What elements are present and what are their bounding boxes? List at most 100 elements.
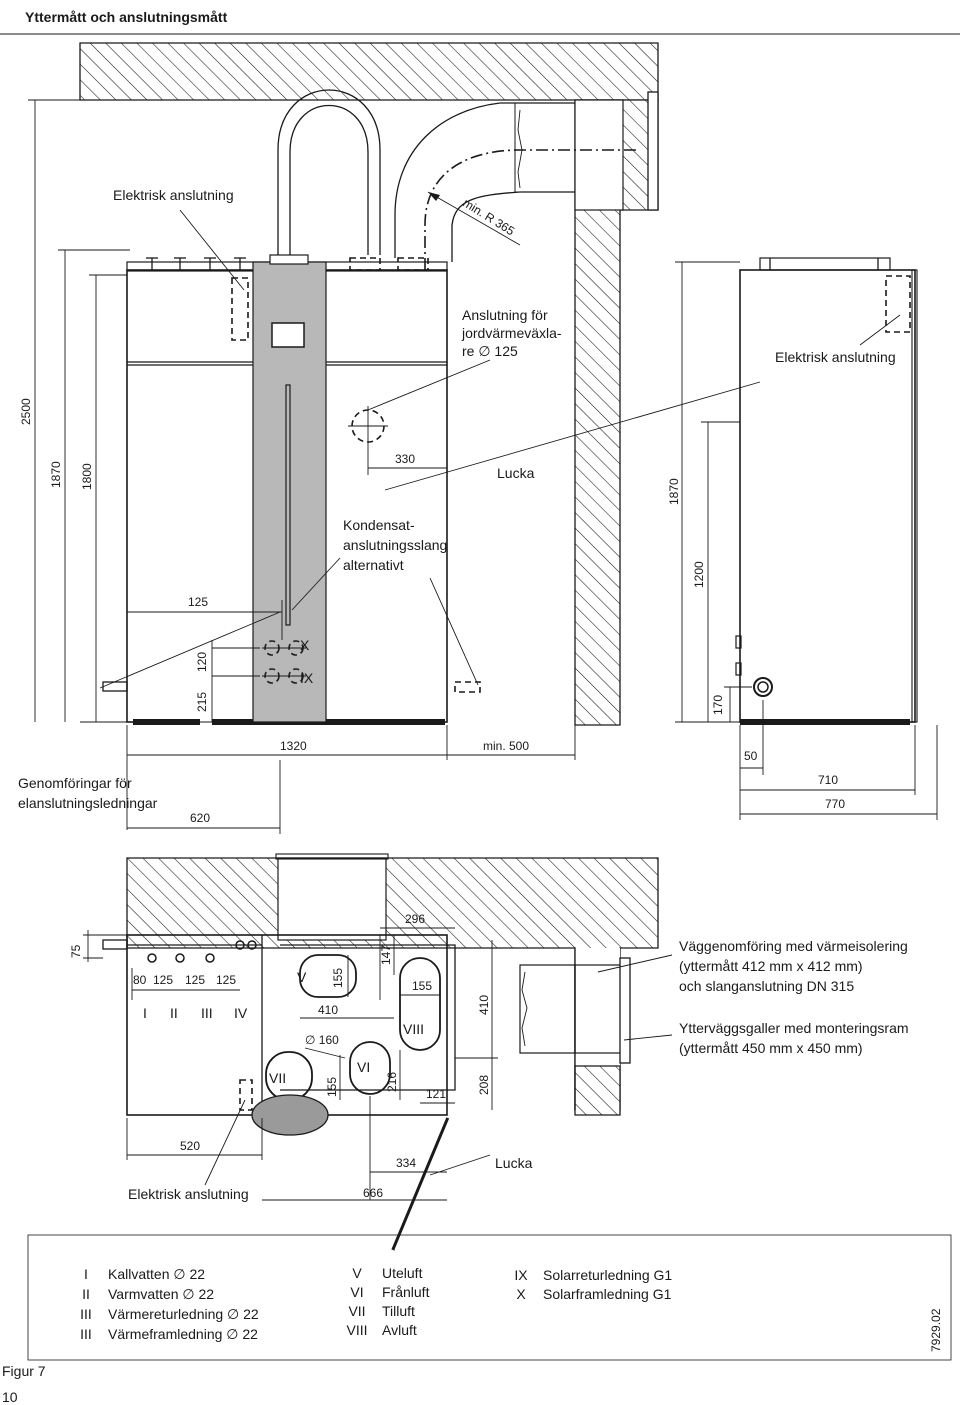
top-hatch-label: Lucka: [495, 1155, 533, 1171]
label-iv: IV: [234, 1005, 248, 1021]
page-number: 10: [2, 1389, 18, 1405]
legend-text: Avluft: [382, 1322, 417, 1338]
cable-inlet: [102, 681, 128, 692]
dim-125a: 125: [153, 973, 173, 987]
front-electrical-label: Elektrisk anslutning: [113, 187, 234, 203]
top-connectors: [146, 257, 246, 270]
front-hatch-label: Lucka: [497, 465, 535, 481]
dim-1870-side: 1870: [667, 478, 681, 505]
cable-entry-label-2: elanslutningsledningar: [18, 795, 158, 811]
dim-330: 330: [395, 452, 415, 466]
dim-1200: 1200: [692, 561, 706, 588]
wall-opening: [574, 99, 624, 211]
dim-50: 50: [744, 749, 758, 763]
dim-216: 216: [385, 1072, 399, 1092]
dim-296: 296: [405, 912, 425, 926]
dim-155b: 155: [412, 979, 432, 993]
duct-viii: [399, 957, 441, 1051]
label-viii: VIII: [403, 1021, 424, 1037]
legend-col3: IX Solarreturledning G1 X Solarframledni…: [514, 1267, 672, 1302]
dim-666: 666: [363, 1186, 383, 1200]
legend-text: Uteluft: [382, 1265, 423, 1281]
side-electrical-label: Elektrisk anslutning: [775, 349, 896, 365]
duct-vi: [349, 1041, 391, 1095]
condensate-outlet: [454, 681, 481, 693]
dim-410a: 410: [318, 1003, 338, 1017]
condensate-label-1: Kondensat-: [343, 517, 415, 533]
legend-text: Frånluft: [382, 1284, 430, 1300]
figure-label: Figur 7: [2, 1363, 46, 1379]
cable-entry-label-1: Genomföringar för: [18, 775, 132, 791]
legend-num: III: [80, 1306, 92, 1322]
dim-75: 75: [69, 944, 83, 958]
front-view: min. R 365 Elektrisk anslutning: [18, 42, 761, 834]
side-view: Elektrisk anslutning 1870 1200 170 50 71…: [667, 257, 938, 820]
dim-215: 215: [195, 692, 209, 712]
hatch-door: [391, 1117, 450, 1251]
dim-520: 520: [180, 1139, 200, 1153]
duct-collar-v: [280, 944, 456, 1091]
dim-80: 80: [133, 973, 147, 987]
dim-1800: 1800: [80, 463, 94, 490]
dim-770: 770: [825, 797, 845, 811]
dim-125c: 125: [216, 973, 236, 987]
bottom-drum: [251, 1094, 329, 1136]
dim-121: 121: [426, 1087, 446, 1101]
dim-147: 147: [379, 945, 393, 965]
dim-min500: min. 500: [483, 739, 529, 753]
dim-2500: 2500: [19, 398, 33, 425]
top-electrical-label: Elektrisk anslutning: [128, 1186, 249, 1202]
dim-1870-front: 1870: [49, 461, 63, 488]
base-side: [740, 719, 910, 725]
legend-num: X: [516, 1286, 526, 1302]
label-ix: IX: [300, 670, 314, 686]
legend-num: VI: [350, 1284, 363, 1300]
min-radius-label: min. R 365: [460, 196, 517, 239]
ceiling-hatch: [79, 42, 659, 101]
electrical-box-top: [239, 1079, 253, 1111]
duct-arch-left: [277, 89, 381, 255]
dim-208: 208: [477, 1075, 491, 1095]
dim-1320: 1320: [280, 739, 307, 753]
pipe-connectors: [102, 939, 262, 963]
legend: I Kallvatten ∅ 22 II Varmvatten ∅ 22 III…: [27, 1234, 952, 1361]
dim-155c: 155: [325, 1077, 339, 1097]
legend-text: Solarreturledning G1: [543, 1267, 672, 1283]
label-v: V: [297, 969, 307, 985]
dim-334: 334: [396, 1156, 416, 1170]
wall-penetration-label-3: och slanganslutning DN 315: [679, 978, 854, 994]
unit-body-top: [126, 934, 448, 1116]
wall-penetration-label-1: Väggenomföring med värmeisolering: [679, 938, 908, 954]
legend-num: VII: [348, 1303, 365, 1319]
legend-text: Värmereturledning ∅ 22: [108, 1306, 259, 1322]
legend-col1: I Kallvatten ∅ 22 II Varmvatten ∅ 22 III…: [80, 1266, 259, 1342]
legend-num: III: [80, 1326, 92, 1342]
ground-heat-label-3: re ∅ 125: [462, 343, 518, 359]
outer-grille-label-1: Ytterväggsgaller med monteringsram: [679, 1020, 909, 1036]
condensate-label-3: alternativt: [343, 557, 404, 573]
label-vii: VII: [269, 1070, 286, 1086]
legend-num: IX: [514, 1267, 528, 1283]
dim-170: 170: [711, 695, 725, 715]
dim-710: 710: [818, 773, 838, 787]
condensate-label-2: anslutningsslang: [343, 537, 447, 553]
legend-num: I: [84, 1266, 88, 1282]
outer-grille-label-2: (yttermått 450 mm x 450 mm): [679, 1040, 863, 1056]
dim-620: 620: [190, 811, 210, 825]
duct-centerline: [424, 149, 640, 270]
legend-frame: [27, 1234, 952, 1361]
page-title: Yttermått och anslutningsmått: [25, 9, 228, 25]
electrical-box-front: [231, 277, 249, 341]
dim-155a: 155: [331, 968, 345, 988]
electrical-box-side: [885, 275, 911, 333]
legend-num: VIII: [346, 1322, 367, 1338]
label-iii: III: [201, 1005, 213, 1021]
legend-num: II: [82, 1286, 90, 1302]
side-connection: [753, 677, 773, 697]
dim-125b: 125: [185, 973, 205, 987]
legend-text: Kallvatten ∅ 22: [108, 1266, 205, 1282]
dim-410b: 410: [477, 995, 491, 1015]
dim-125: 125: [188, 595, 208, 609]
display-panel: [271, 322, 305, 348]
